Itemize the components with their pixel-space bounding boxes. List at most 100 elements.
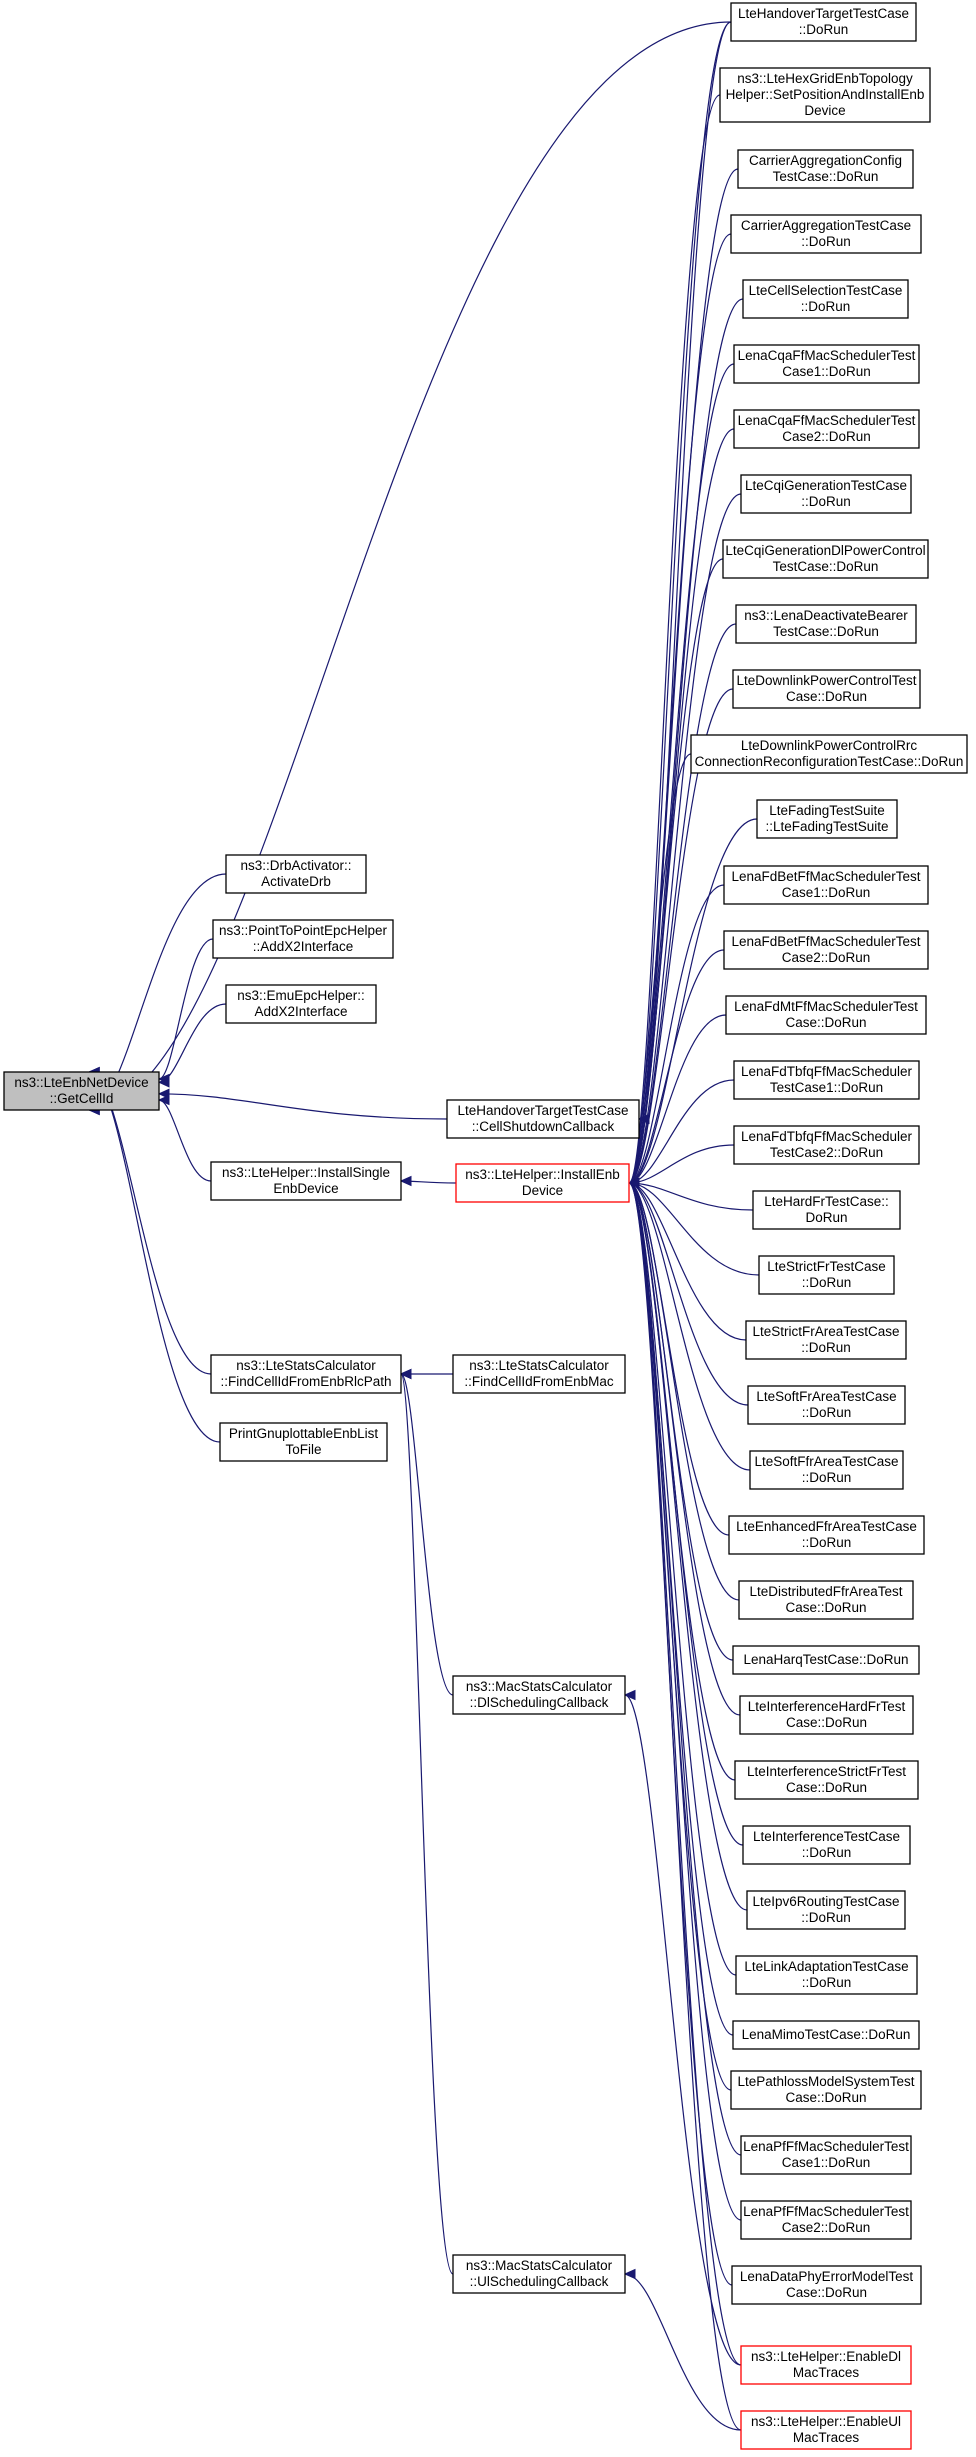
node-handovercb[interactable]: LteHandoverTargetTestCase::CellShutdownC… [446,1099,640,1139]
node-c20[interactable]: LteStrictFrTestCase::DoRun [758,1255,895,1295]
node-findrlc[interactable]: ns3::LteStatsCalculator::FindCellIdFromE… [210,1354,402,1394]
edge-dlsched-to-findrlc [399,1368,454,1696]
node-c30[interactable]: LteIpv6RoutingTestCase::DoRun [746,1890,906,1930]
node-box [733,409,920,449]
node-box [747,1385,906,1425]
edge-arrowhead [157,1088,170,1100]
node-label-line: Case2::DoRun [782,429,871,444]
node-label-line: LteCqiGenerationTestCase [745,478,907,493]
node-c4[interactable]: CarrierAggregationTestCase::DoRun [730,214,922,254]
node-p2p[interactable]: ns3::PointToPointEpcHelper::AddX2Interfa… [212,919,394,959]
node-getcellid[interactable]: ns3::LteEnbNetDevice::GetCellId [3,1071,160,1111]
node-c5[interactable]: LteCellSelectionTestCase::DoRun [742,279,909,319]
node-box [212,919,394,959]
node-c8[interactable]: LteCqiGenerationTestCase::DoRun [740,474,912,514]
edge-emu-to-getcellid [157,1003,227,1088]
edge-line [628,1182,742,2431]
node-label-line: LenaFdTbfqFfMacScheduler [741,1129,913,1144]
node-box [740,2200,912,2240]
node-label-line: LteHardFrTestCase:: [764,1194,889,1209]
node-label-line: LteSoftFrAreaTestCase [756,1389,896,1404]
edge-line [628,1182,741,1716]
node-c23[interactable]: LteSoftFfrAreaTestCase::DoRun [749,1450,904,1490]
node-label-line: LteSoftFfrAreaTestCase [754,1454,898,1469]
edge-line [628,1182,732,2091]
node-c32[interactable]: LenaMimoTestCase::DoRun [732,2020,920,2050]
node-emu[interactable]: ns3::EmuEpcHelper::AddX2Interface [225,984,377,1024]
node-c24[interactable]: LteEnhancedFfrAreaTestCase::DoRun [728,1515,925,1555]
node-c1[interactable]: LteHandoverTargetTestCase::DoRun [730,2,917,42]
node-c22[interactable]: LteSoftFrAreaTestCase::DoRun [747,1385,906,1425]
edge-c38-to-installenb [627,1177,742,2431]
node-label-line: ::DlSchedulingCallback [470,1695,609,1710]
node-label-line: ns3::MacStatsCalculator [466,1679,613,1694]
node-label-line: ns3::EmuEpcHelper:: [237,988,365,1003]
node-label-line: ::DoRun [802,1275,852,1290]
node-label-line: LenaCqaFfMacSchedulerTest [738,348,916,363]
node-box [746,1890,906,1930]
node-label-line: ns3::LteHelper::EnableUl [751,2414,901,2429]
node-label-line: LenaPfFfMacSchedulerTest [743,2139,909,2154]
node-label-line: TestCase2::DoRun [770,1145,883,1160]
node-c29[interactable]: LteInterferenceTestCase::DoRun [742,1825,911,1865]
edge-line [628,1182,754,1211]
node-c12[interactable]: LteDownlinkPowerControlRrcConnectionReco… [690,734,968,774]
node-c19[interactable]: LteHardFrTestCase::DoRun [752,1190,901,1230]
node-drbactivator[interactable]: ns3::DrbActivator::ActivateDrb [225,854,367,894]
node-label-line: DoRun [805,1210,847,1225]
node-c13[interactable]: LteFadingTestSuite::LteFadingTestSuite [756,799,898,839]
node-label-line: Case1::DoRun [782,2155,871,2170]
node-box [452,2254,626,2294]
node-label-line: ns3::PointToPointEpcHelper [219,923,388,938]
edge-arrowhead [627,1177,640,1189]
node-label-line: ns3::LteHexGridEnbTopology [737,71,913,86]
node-findmac[interactable]: ns3::LteStatsCalculator::FindCellIdFromE… [452,1354,626,1394]
node-box [732,2020,920,2050]
edge-line [628,1182,751,1471]
node-ulsched[interactable]: ns3::MacStatsCalculator::UlSchedulingCal… [452,2254,626,2294]
edge-line [628,94,721,1184]
edge-line [628,884,725,1184]
node-label-line: Case::DoRun [785,1015,866,1030]
node-c9[interactable]: LteCqiGenerationDlPowerControlTestCase::… [722,539,929,579]
node-c21[interactable]: LteStrictFrAreaTestCase::DoRun [745,1320,907,1360]
node-label-line: LteCellSelectionTestCase [749,283,903,298]
node-label-line: ns3::MacStatsCalculator [466,2258,613,2273]
node-c26[interactable]: LenaHarqTestCase::DoRun [732,1645,920,1675]
node-label-line: TestCase::DoRun [773,559,879,574]
node-c2[interactable]: ns3::LteHexGridEnbTopologyHelper::SetPos… [719,67,931,123]
node-c31[interactable]: LteLinkAdaptationTestCase::DoRun [735,1955,918,1995]
node-box [719,67,931,123]
node-label-line: ::DoRun [801,494,851,509]
node-box [3,1071,160,1111]
node-box [730,2,917,42]
edge-line [628,1182,733,2286]
edge-arrowhead [399,1368,412,1380]
node-dlsched[interactable]: ns3::MacStatsCalculator::DlSchedulingCal… [452,1675,626,1715]
node-label-line: LteEnhancedFfrAreaTestCase [736,1519,917,1534]
node-label-line: ns3::LenaDeactivateBearer [744,608,908,623]
